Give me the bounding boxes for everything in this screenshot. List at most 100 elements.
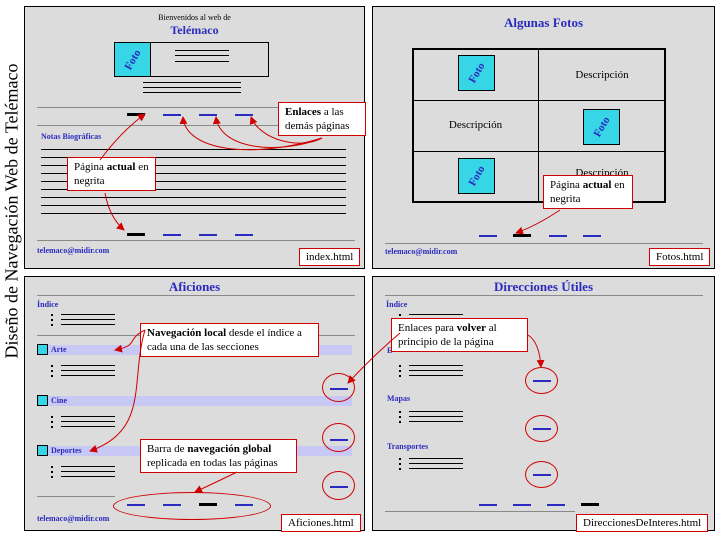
divider xyxy=(385,295,703,296)
callout-text: en negrita xyxy=(550,179,625,205)
bullet xyxy=(399,314,401,316)
text-line xyxy=(61,416,115,417)
nav-link[interactable] xyxy=(547,504,565,506)
index-link[interactable] xyxy=(61,314,115,315)
divider xyxy=(385,511,575,512)
bullet xyxy=(399,411,401,413)
section-icon xyxy=(37,445,48,456)
nav-link[interactable] xyxy=(199,234,217,236)
text-line xyxy=(61,375,115,376)
callout-text: en negrita xyxy=(74,161,149,187)
section-heading: Transportes xyxy=(387,442,429,451)
nav-link[interactable] xyxy=(513,504,531,506)
nav-link[interactable] xyxy=(479,235,497,237)
bullet xyxy=(51,375,53,377)
nav-link[interactable] xyxy=(549,235,567,237)
table-rule xyxy=(413,151,665,152)
page-title: Aficiones xyxy=(168,279,221,294)
nav-link[interactable] xyxy=(235,234,253,236)
text-line xyxy=(409,365,463,366)
bullet xyxy=(51,365,53,367)
index-link[interactable] xyxy=(61,324,115,325)
text-line xyxy=(41,173,346,174)
text-line xyxy=(41,165,346,166)
email-link[interactable]: telemaco@midir.com xyxy=(37,514,110,523)
callout-links: Enlaces a las demás páginas xyxy=(278,102,366,136)
email-link[interactable]: telemaco@midir.com xyxy=(385,247,458,256)
text-line xyxy=(409,463,463,464)
callout-bold: navegación global xyxy=(187,443,272,455)
nav-current xyxy=(127,113,145,116)
text-line xyxy=(41,213,346,214)
text-line xyxy=(61,370,115,371)
nav-link[interactable] xyxy=(479,504,497,506)
callout-global-nav: Barra de navegación global replicada en … xyxy=(140,439,297,473)
text-line xyxy=(409,458,463,459)
index-link[interactable] xyxy=(409,314,463,315)
photo-label: Foto xyxy=(121,47,144,72)
table-rule xyxy=(538,49,539,202)
header-line xyxy=(175,50,229,51)
text-line xyxy=(61,421,115,422)
section-heading: Cine xyxy=(51,396,67,405)
text-line xyxy=(41,189,346,190)
bullet xyxy=(51,416,53,418)
file-label-index: index.html xyxy=(299,248,361,266)
header-line xyxy=(143,82,241,83)
header-line xyxy=(175,61,229,62)
divider xyxy=(37,240,355,241)
section-heading: Mapas xyxy=(387,394,411,403)
nav-link[interactable] xyxy=(235,114,253,116)
bullet xyxy=(51,421,53,423)
photo-placeholder: Foto xyxy=(458,158,495,194)
text-line xyxy=(409,370,463,371)
panel-direcciones: Direcciones Útiles Índice E Mapas Transp… xyxy=(372,276,715,531)
bullet xyxy=(51,324,53,326)
header-line xyxy=(175,55,229,56)
callout-current: Página actual en negrita xyxy=(543,175,633,209)
photo-label: Foto xyxy=(465,163,488,189)
text-line xyxy=(409,421,463,422)
bio-heading: Notas Biográficas xyxy=(41,132,102,141)
panel-index: Bienvenidos al web de Telémaco Foto Nota… xyxy=(24,6,365,269)
nav-current xyxy=(513,234,531,237)
text-line xyxy=(41,149,346,150)
email-link[interactable]: telemaco@midir.com xyxy=(37,246,110,255)
bullet xyxy=(51,476,53,478)
nav-link[interactable] xyxy=(199,114,217,116)
nav-link[interactable] xyxy=(583,235,601,237)
bullet xyxy=(399,458,401,460)
bullet xyxy=(399,463,401,465)
text-line xyxy=(61,471,115,472)
file-label-aficiones: Aficiones.html xyxy=(281,514,361,532)
index-link[interactable] xyxy=(61,319,115,320)
text-line xyxy=(61,476,115,477)
bullet xyxy=(399,416,401,418)
text-line xyxy=(409,416,463,417)
text-line xyxy=(41,197,346,198)
index-heading: Índice xyxy=(386,300,408,309)
callout-bold: Navegación local xyxy=(147,327,227,339)
bullet xyxy=(399,421,401,423)
callout-bold: actual xyxy=(106,161,136,173)
highlight-ring xyxy=(525,461,558,488)
section-heading: Arte xyxy=(51,345,67,354)
callout-text: replicada en todas las páginas xyxy=(147,457,278,469)
highlight-ring xyxy=(322,423,355,452)
callout-back-to-top: Enlaces para volver al principio de la p… xyxy=(391,318,528,352)
bullet xyxy=(51,426,53,428)
text-line xyxy=(41,157,346,158)
nav-link[interactable] xyxy=(163,234,181,236)
nav-link[interactable] xyxy=(163,114,181,116)
bullet xyxy=(51,471,53,473)
bullet xyxy=(399,468,401,470)
text-line xyxy=(409,375,463,376)
section-heading: Deportes xyxy=(51,446,82,455)
page-title: Direcciones Útiles xyxy=(493,279,594,294)
highlight-ring xyxy=(525,367,558,394)
callout-bold: volver xyxy=(456,322,486,334)
divider xyxy=(37,496,115,497)
callout-text: Página xyxy=(550,179,583,191)
divider xyxy=(37,295,355,296)
photo-placeholder: Foto xyxy=(583,109,620,145)
